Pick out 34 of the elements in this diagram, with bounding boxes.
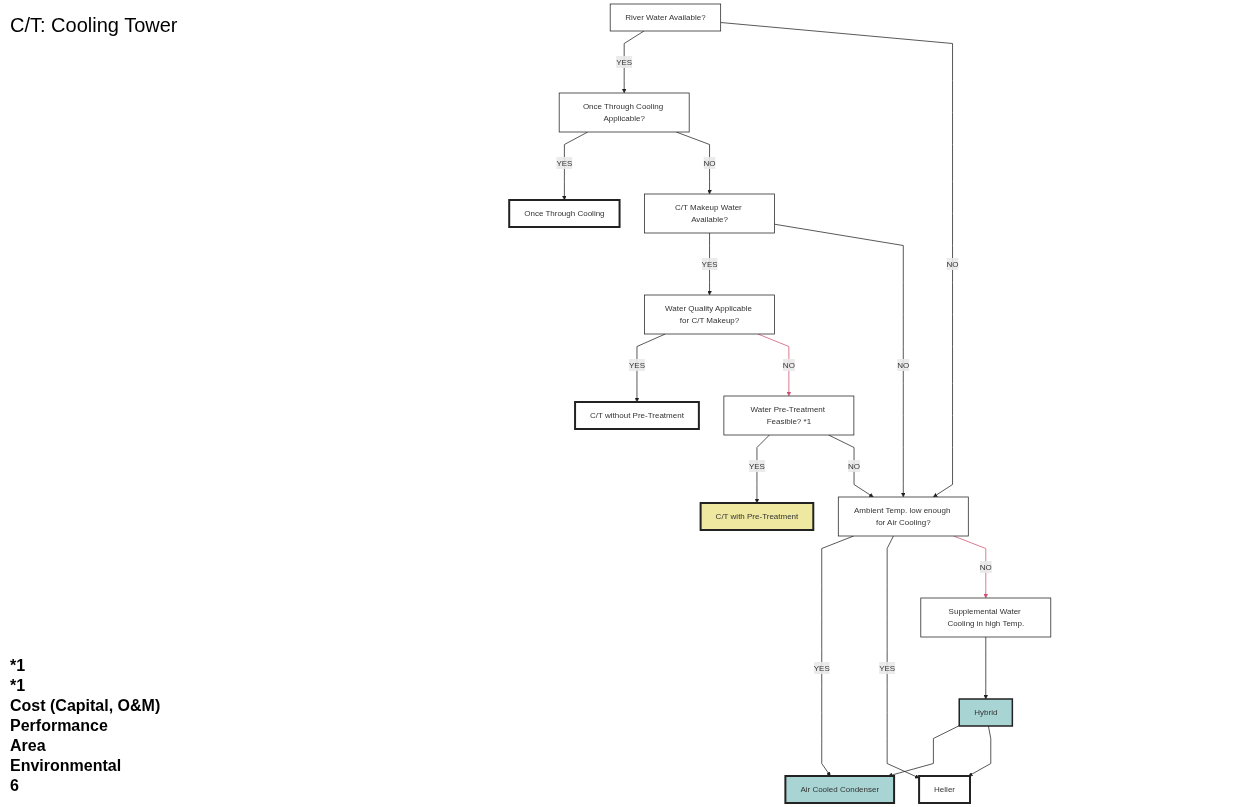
note-text: 6 — [10, 777, 20, 795]
edge-label: YES — [556, 158, 573, 167]
edge-label: NO — [703, 158, 716, 167]
node-box: Once Through Cooling Applicable? — [558, 92, 690, 133]
edge-label: YES — [701, 259, 718, 268]
edge-label: NO — [946, 259, 959, 268]
node-box: River Water Available? — [609, 3, 722, 32]
note-text: C/T: Cooling Tower — [10, 14, 179, 37]
edge-label: YES — [616, 57, 633, 66]
edge-label: YES — [813, 663, 830, 672]
node-box: Air Cooled Condenser — [784, 775, 896, 804]
edge-label: YES — [628, 360, 645, 369]
edge-label: NO — [979, 562, 992, 571]
node-box: Once Through Cooling — [508, 199, 621, 228]
edge-label: NO — [782, 360, 795, 369]
node-box: C/T with Pre-Treatment — [699, 502, 815, 531]
node-box: Water Quality Applicable for C/T Makeup? — [644, 294, 775, 335]
node-box: C/T Makeup Water Available? — [644, 193, 775, 234]
edge-label: YES — [748, 461, 765, 470]
note-text: *1 — [10, 677, 27, 695]
note-text: *1 — [10, 657, 27, 675]
node-box: Heller — [918, 775, 971, 804]
note-text: Cost (Capital, O&M) — [10, 697, 162, 715]
edge-label: NO — [848, 461, 861, 470]
note-text: Environmental — [10, 757, 123, 775]
node-box: Water Pre-Treatment Feasible? *1 — [723, 395, 855, 436]
note-text: Area — [10, 737, 47, 755]
node-box: Hybrid — [958, 698, 1014, 727]
edge-label: NO — [897, 360, 910, 369]
node-box: Supplemental Water Cooling in high Temp. — [920, 597, 1052, 638]
node-box: C/T without Pre-Treatment — [574, 401, 700, 430]
edge-label: YES — [879, 663, 896, 672]
note-text: Performance — [10, 717, 109, 735]
node-box: Ambient Temp. low enough for Air Cooling? — [837, 496, 969, 537]
